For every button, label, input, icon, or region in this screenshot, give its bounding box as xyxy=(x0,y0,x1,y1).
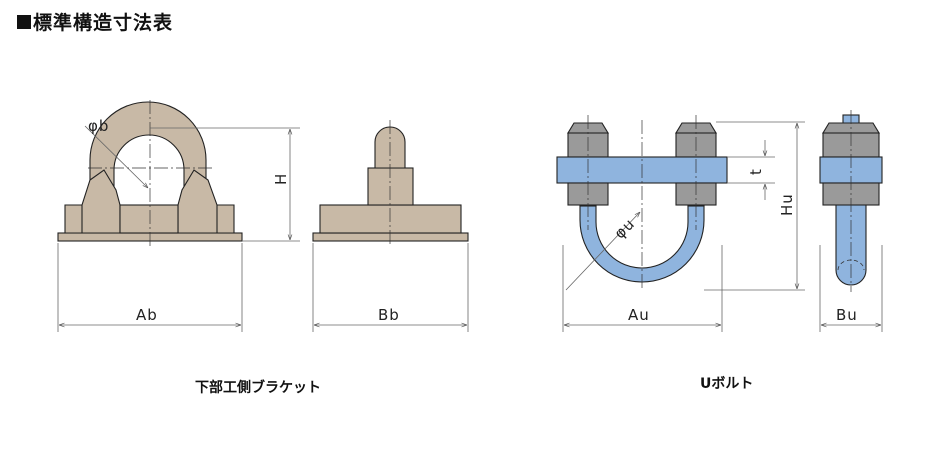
square-bullet-icon xyxy=(17,15,31,29)
bu-label: Bu xyxy=(836,306,858,324)
phi-b-label: φb xyxy=(88,117,109,135)
ubolt-u-shape xyxy=(579,204,705,283)
ubolt-side-view: Bu xyxy=(819,110,883,332)
ubolt-caption: Uボルト xyxy=(700,376,753,392)
bracket-side-base-plate xyxy=(312,232,469,242)
title-text: 標準構造寸法表 xyxy=(33,12,174,34)
ab-label: Ab xyxy=(136,306,158,324)
h-label: H xyxy=(272,173,290,185)
ubolt-plate xyxy=(556,156,728,184)
phi-u-leader xyxy=(565,212,640,291)
t-label: t xyxy=(747,168,765,175)
bb-label: Bb xyxy=(378,306,400,324)
bracket-side-view: Bb xyxy=(312,120,469,332)
phi-b-leader xyxy=(84,125,148,188)
bracket-side-rib xyxy=(367,167,414,206)
bracket-caption: 下部工側ブラケット xyxy=(195,379,321,396)
bracket-front-right-rib xyxy=(177,169,218,234)
hu-label: Hu xyxy=(778,193,796,216)
au-label: Au xyxy=(628,306,650,324)
bracket-front-view: φb H Ab xyxy=(57,100,300,332)
page-title: 標準構造寸法表 xyxy=(17,8,173,35)
bracket-front-center-block xyxy=(119,204,179,234)
ubolt-side-hidden-curve xyxy=(837,259,865,271)
ubolt-front-view: φu t Hu Au xyxy=(556,115,805,332)
bracket-side-block xyxy=(319,204,462,234)
